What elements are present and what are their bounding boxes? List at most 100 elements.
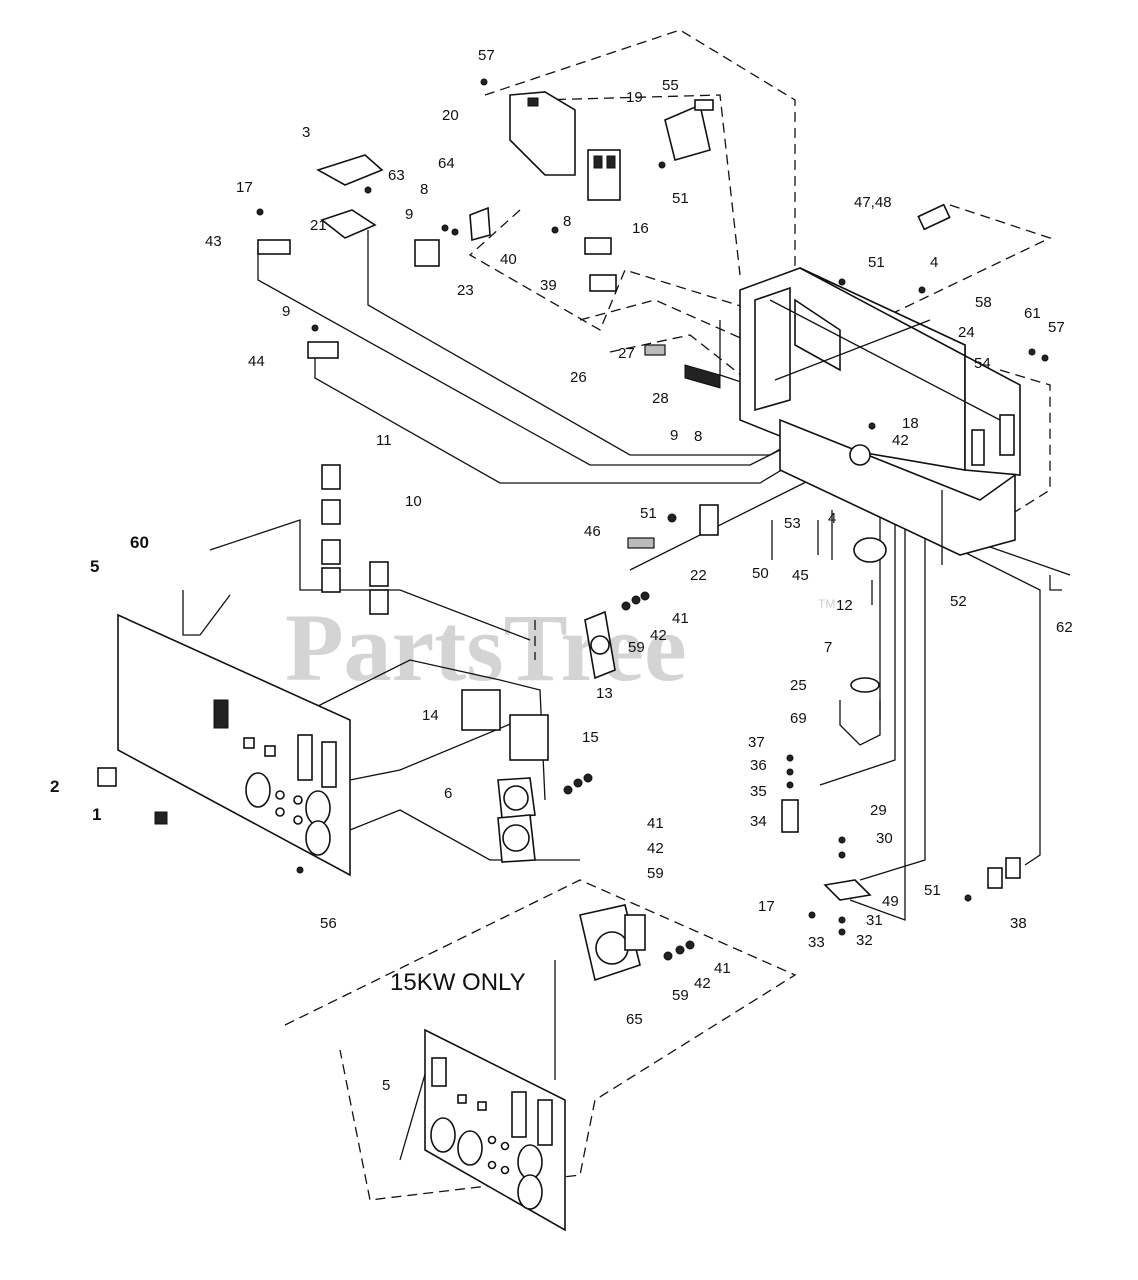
part-2 — [97, 767, 117, 787]
callout: 9 — [282, 303, 290, 320]
cover-plate — [315, 154, 384, 186]
callout: 53 — [784, 515, 801, 532]
callout: 49 — [882, 893, 899, 910]
fuse-holder — [917, 203, 951, 231]
callout: 57 — [478, 47, 495, 64]
callout: 42 — [647, 840, 664, 857]
terminal-strip-27 — [644, 344, 666, 356]
callout: 51 — [868, 254, 885, 271]
callout: 41 — [647, 815, 664, 832]
callout: 42 — [694, 975, 711, 992]
callout: 57 — [1048, 319, 1065, 336]
callout: 62 — [1056, 619, 1073, 636]
callout: 50 — [752, 565, 769, 582]
module-21 — [320, 209, 377, 239]
callout: 3 — [302, 124, 310, 141]
callout: 51 — [640, 505, 657, 522]
control-box-enclosure — [739, 267, 1021, 556]
callout: 61 — [1024, 305, 1041, 322]
callout: 59 — [672, 987, 689, 1004]
terminal-block-upper — [584, 237, 612, 255]
callout: 4 — [930, 254, 938, 271]
receptacle-14 — [461, 689, 501, 731]
callout: 15 — [582, 729, 599, 746]
callout: 46 — [584, 523, 601, 540]
breaker-10d — [369, 589, 389, 615]
callout: 42 — [650, 627, 667, 644]
callout: 31 — [866, 912, 883, 929]
callout: 8 — [694, 428, 702, 445]
callout: 30 — [876, 830, 893, 847]
callout: 52 — [950, 593, 967, 610]
callout: 45 — [792, 567, 809, 584]
callout: 19 — [626, 89, 643, 106]
callout: 35 — [750, 783, 767, 800]
grommet-12 — [853, 537, 887, 563]
callout: 54 — [974, 355, 991, 372]
callout: 55 — [662, 77, 679, 94]
callout: 11 — [376, 432, 392, 449]
callout: 40 — [500, 251, 517, 268]
callout: 17 — [758, 898, 775, 915]
callout: 34 — [750, 813, 767, 830]
callout: 36 — [750, 757, 767, 774]
callout: 23 — [457, 282, 474, 299]
callout: 6 — [444, 785, 452, 802]
callout: 59 — [628, 639, 645, 656]
relay-23 — [414, 239, 440, 267]
terminal-46 — [627, 537, 655, 549]
callout: 13 — [596, 685, 613, 702]
callout: 69 — [790, 710, 807, 727]
callout: 17 — [236, 179, 253, 196]
callout: 16 — [632, 220, 649, 237]
callout: 33 — [808, 934, 825, 951]
callout: 12 — [836, 597, 853, 614]
terminal-block-lower — [589, 274, 617, 292]
switch-44 — [307, 341, 339, 359]
callout: 56 — [320, 915, 337, 932]
callout: 22 — [690, 567, 707, 584]
callout: 24 — [958, 324, 975, 341]
callout: 42 — [892, 432, 909, 449]
components — [97, 78, 1062, 982]
callout: 32 — [856, 932, 873, 949]
callout: 37 — [748, 734, 765, 751]
breaker-10a — [321, 539, 341, 565]
terminal-strip-28 — [684, 364, 721, 389]
callout: 41 — [672, 610, 689, 627]
callout: 59 — [647, 865, 664, 882]
callout: 65 — [626, 1011, 643, 1028]
receptacle-15 — [509, 714, 549, 761]
callout: 10 — [405, 493, 422, 510]
callout: 51 — [672, 190, 689, 207]
bracket-60 — [182, 590, 231, 636]
callout: 8 — [563, 213, 571, 230]
breaker-11a — [321, 464, 341, 490]
callout: 60 — [130, 533, 149, 552]
callout: 14 — [422, 707, 439, 724]
callout: 2 — [50, 777, 59, 796]
callout: 29 — [870, 802, 887, 819]
watermark-trademark: TM — [818, 597, 835, 611]
callout: 4 — [828, 510, 836, 527]
callout: 51 — [924, 882, 941, 899]
bracket-49 — [823, 879, 872, 901]
callout-labels: 57 20 55 19 3 64 17 63 8 9 51 16 47,48 4… — [50, 47, 1073, 1094]
terminal-38b — [1005, 857, 1021, 879]
breaker-10b — [321, 567, 341, 593]
callout: 18 — [902, 415, 919, 432]
callout: 5 — [90, 557, 99, 576]
callout: 44 — [248, 353, 265, 370]
terminal-38a — [987, 867, 1003, 889]
callout: 47,48 — [854, 194, 892, 211]
callout: 28 — [652, 390, 669, 407]
callout: 1 — [92, 805, 101, 824]
callout: 5 — [382, 1077, 390, 1094]
callout: 63 — [388, 167, 405, 184]
voltage-regulator — [509, 91, 576, 176]
breaker-11b — [321, 499, 341, 525]
callout: 21 — [310, 217, 327, 234]
callout: 27 — [618, 345, 635, 362]
callout: 43 — [205, 233, 222, 250]
